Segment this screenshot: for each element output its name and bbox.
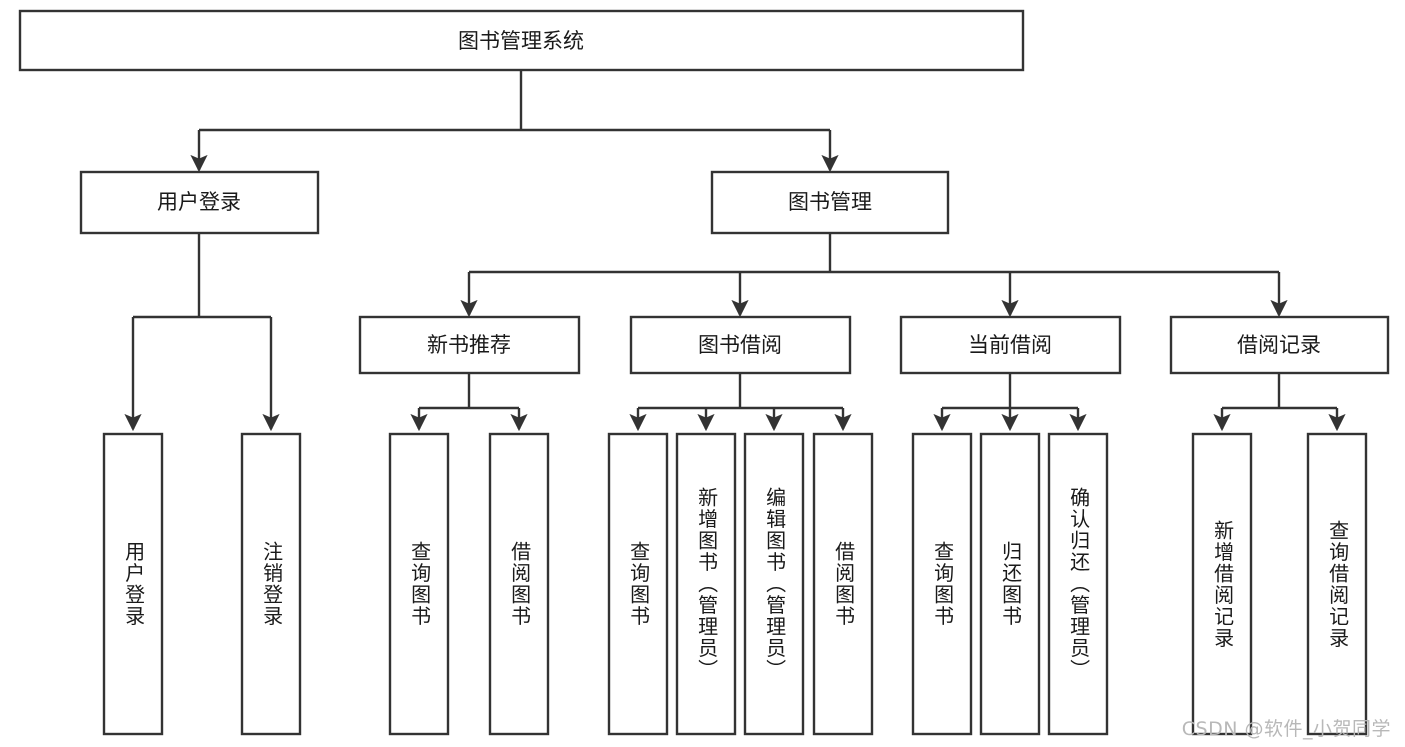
leaf-box-book-borrow-3[interactable] [812,432,874,736]
node-book-borrow-box[interactable] [629,315,852,375]
node-root-label: 图书管理系统 [458,29,584,53]
node-book-borrow-label: 图书借阅 [698,333,782,357]
leaf-boxes [102,432,1368,736]
node-borrow-record-box[interactable] [1169,315,1390,375]
node-borrow-record-label: 借阅记录 [1237,333,1321,357]
leaf-box-borrow-record-1[interactable] [1306,432,1368,736]
leaf-box-new-book-0[interactable] [388,432,450,736]
leaf-box-book-borrow-2[interactable] [743,432,805,736]
node-user-login[interactable]: 用户登录 [79,170,320,235]
leaf-box-book-borrow-0[interactable] [607,432,669,736]
node-new-book-recommend-label: 新书推荐 [427,333,511,357]
node-current-borrow-label: 当前借阅 [968,333,1052,357]
leaf-box-book-borrow-1[interactable] [675,432,737,736]
node-book-manage-box[interactable] [710,170,950,235]
node-book-borrow[interactable]: 图书借阅 [629,315,852,375]
node-book-manage-label: 图书管理 [788,190,872,214]
leaf-box-borrow-record-0[interactable] [1191,432,1253,736]
leaf-box-current-borrow-1[interactable] [979,432,1041,736]
node-book-manage[interactable]: 图书管理 [710,170,950,235]
csdn-watermark: CSDN @软件_小贺同学 [1181,718,1391,740]
node-new-book-recommend[interactable]: 新书推荐 [358,315,581,375]
leaf-box-current-borrow-0[interactable] [911,432,973,736]
leaf-box-user-login-0[interactable] [102,432,164,736]
leaf-box-current-borrow-2[interactable] [1047,432,1109,736]
leaf-box-user-login-1[interactable] [240,432,302,736]
node-root-box[interactable] [18,9,1025,72]
node-current-borrow[interactable]: 当前借阅 [899,315,1122,375]
node-user-login-label: 用户登录 [157,190,241,214]
leaf-box-new-book-1[interactable] [488,432,550,736]
connectors [124,70,1346,432]
node-current-borrow-box[interactable] [899,315,1122,375]
node-borrow-record[interactable]: 借阅记录 [1169,315,1390,375]
node-new-book-recommend-box[interactable] [358,315,581,375]
node-user-login-box[interactable] [79,170,320,235]
node-root[interactable]: 图书管理系统 [18,9,1025,72]
